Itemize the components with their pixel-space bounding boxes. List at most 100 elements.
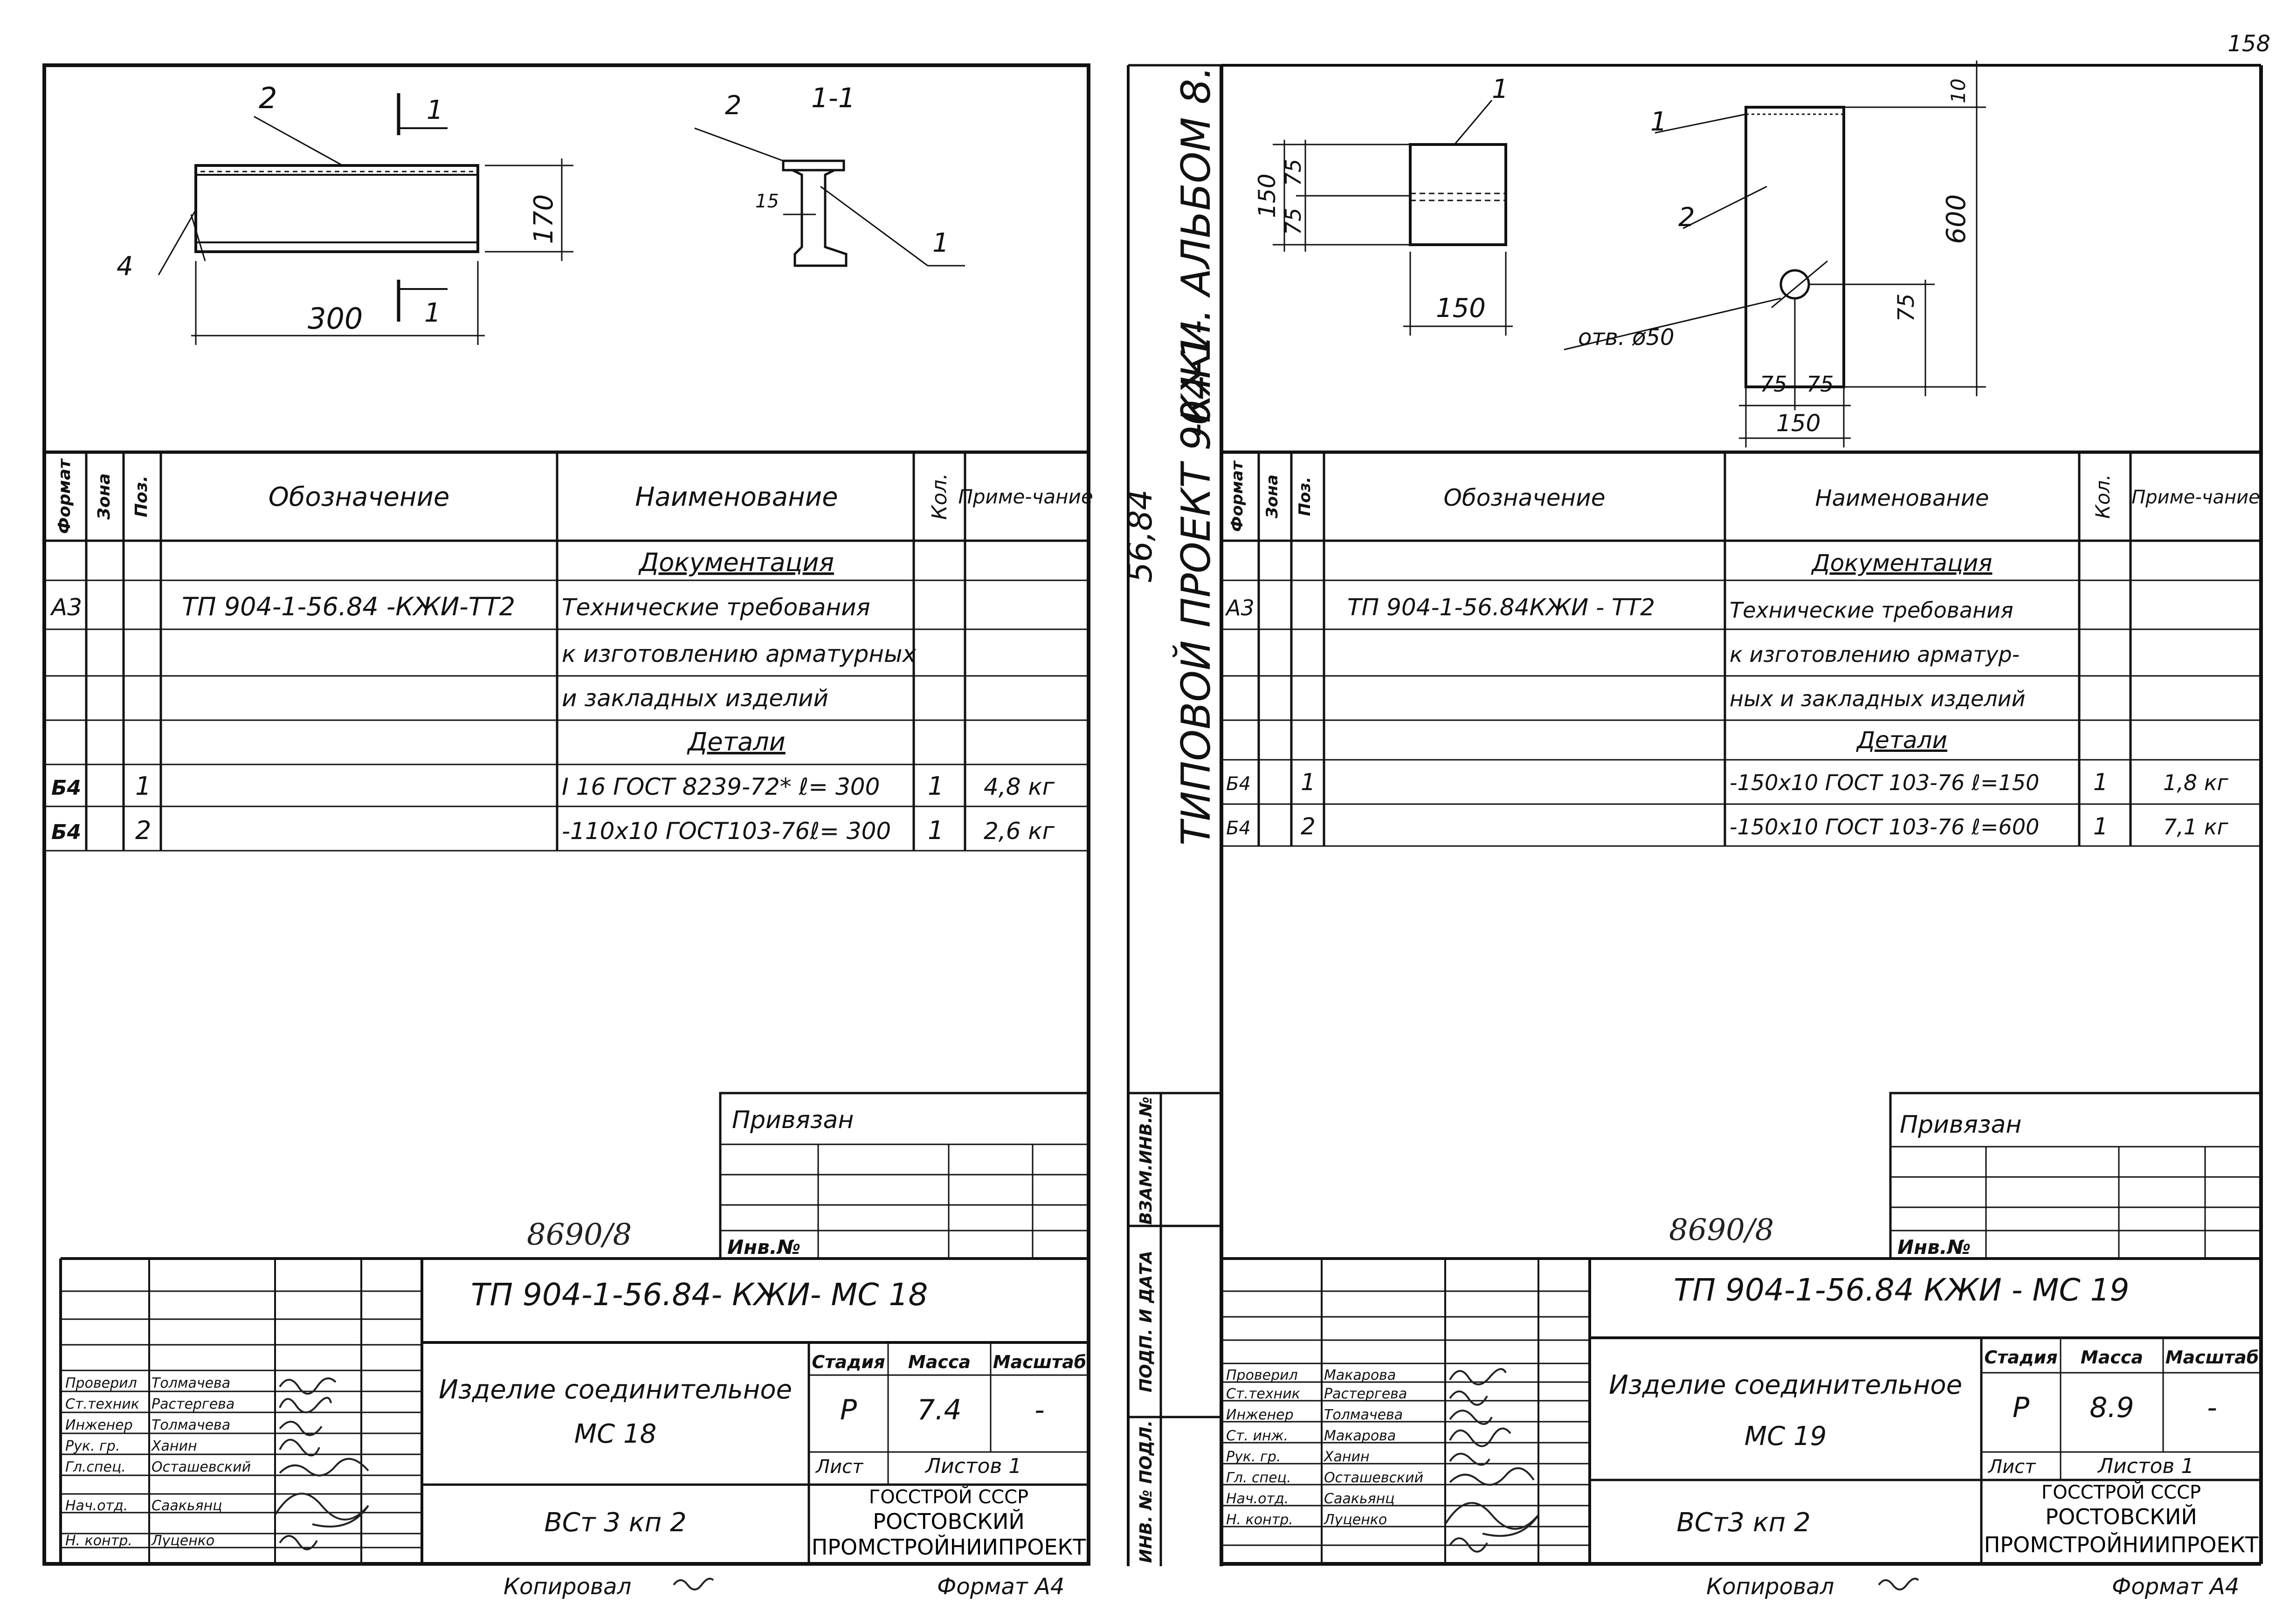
- r-spec-row2-format: Б4: [1226, 818, 1251, 839]
- r-spec-row1-note: 1,8 кг: [2163, 770, 2229, 795]
- spec-row2-format: Б4: [51, 820, 81, 844]
- side-strip-0: ВЗАМ.ИНВ.№: [1137, 1096, 1156, 1225]
- left-stage: Р: [840, 1394, 857, 1426]
- right-stage: Р: [2013, 1391, 2030, 1424]
- r-spec-row1-format: Б4: [1226, 773, 1251, 795]
- left-role-2: Инженер: [65, 1417, 133, 1433]
- callout-pos2-section: 2: [725, 90, 742, 121]
- r-spec-row1-pos: 1: [1301, 769, 1316, 796]
- right-dim-75a: 75: [1281, 159, 1306, 186]
- stamp-line-3: -КЖИ. АЛЬБОМ 8.: [1173, 66, 1220, 438]
- left-org3: ПРОМСТРОЙНИИПРОЕКТ: [812, 1535, 1086, 1560]
- right-person-2: Толмачева: [1324, 1407, 1403, 1423]
- left-person-5: Саакьянц: [152, 1498, 222, 1514]
- callout-pos2: 2: [259, 81, 277, 115]
- side-strip-1: ПОДП. И ДАТА: [1137, 1251, 1156, 1392]
- spec-row1-note: 4,8 кг: [984, 773, 1055, 800]
- left-scale-label: Масштаб: [993, 1352, 1087, 1372]
- left-material: ВСт 3 кп 2: [544, 1507, 686, 1538]
- spec-section-docs: Документация: [638, 548, 834, 577]
- right-title-grid: [1221, 1257, 2261, 1564]
- right-org2: РОСТОВСКИЙ: [2045, 1504, 2197, 1529]
- left-inv-label: Инв.№: [727, 1236, 800, 1259]
- right-person-1: Растергева: [1324, 1386, 1407, 1402]
- left-stage-label: Стадия: [812, 1352, 885, 1372]
- right-spec-grid: [1221, 452, 2261, 847]
- right-dim-75-l: 75: [1760, 372, 1787, 397]
- right-role-1: Ст.техник: [1226, 1386, 1300, 1402]
- r-spec-header-note: Приме-чание: [2131, 487, 2260, 508]
- section-mark-top: 1: [427, 95, 443, 125]
- dim-length-300: 300: [308, 302, 363, 336]
- left-scale: -: [1034, 1394, 1045, 1426]
- r-spec-header-name: Наименование: [1815, 485, 1989, 511]
- left-sheets-label: Листов 1: [924, 1454, 1021, 1478]
- left-archive-no: 8690/8: [527, 1218, 632, 1252]
- left-copier-signature: [673, 1577, 714, 1590]
- right-person-7: Луценко: [1324, 1512, 1387, 1528]
- spec-header-format: Формат: [55, 458, 74, 534]
- spec-header-zone: Зона: [95, 473, 114, 520]
- right-archive-no: 8690/8: [1669, 1213, 1774, 1247]
- right-dim-10: 10: [1947, 78, 1970, 103]
- spec-header-note: Приме-чание: [958, 485, 1093, 508]
- left-sheet-label: Лист: [815, 1456, 864, 1478]
- spec-row1-name: I 16 ГОСТ 8239-72* ℓ= 300: [562, 773, 880, 800]
- left-privyazan: Привязан: [732, 1106, 854, 1134]
- r-spec-section-parts: Детали: [1856, 727, 1947, 754]
- spec-header-name: Наименование: [635, 482, 838, 512]
- left-title-grid: [59, 1257, 1089, 1564]
- left-mass-label: Масса: [908, 1352, 971, 1372]
- right-dim-75-right: 75: [1893, 293, 1919, 322]
- right-scale: -: [2207, 1391, 2217, 1424]
- right-scale-label: Масштаб: [2165, 1347, 2259, 1368]
- right-role-3: Ст. инж.: [1226, 1428, 1288, 1444]
- right-dim-150-top: 150: [1254, 173, 1281, 218]
- spec-row2-pos: 2: [135, 816, 151, 845]
- right-dim-150-plate: 150: [1776, 410, 1820, 437]
- right-mass: 8.9: [2089, 1391, 2134, 1424]
- left-section-1-1: [694, 127, 965, 267]
- left-org2: РОСТОВСКИЙ: [873, 1509, 1025, 1534]
- page-number: 158: [2227, 31, 2270, 57]
- dim-height-170: 170: [529, 194, 559, 244]
- section-mark-bottom: 1: [424, 298, 441, 328]
- right-sheet-label: Лист: [1987, 1456, 2036, 1478]
- spec-row2-note: 2,6 кг: [984, 818, 1055, 845]
- r-spec-header-format: Формат: [1228, 460, 1247, 532]
- weld-mark: 4: [117, 251, 133, 282]
- r-spec-row2-note: 7,1 кг: [2163, 814, 2229, 840]
- right-role-5: Гл. спец.: [1226, 1470, 1291, 1486]
- right-stage-label: Стадия: [1984, 1347, 2057, 1368]
- right-dim-600: 600: [1941, 194, 1972, 244]
- right-person-5: Осташевский: [1324, 1470, 1423, 1486]
- right-item-code: МС 19: [1744, 1421, 1827, 1452]
- right-role-6: Нач.отд.: [1226, 1491, 1289, 1507]
- left-role-3: Рук. гр.: [65, 1438, 120, 1454]
- right-footer-copied: Копировал: [1706, 1574, 1834, 1600]
- left-person-0: Толмачева: [152, 1375, 230, 1391]
- right-signatures: [1444, 1368, 1539, 1553]
- right-org1: ГОССТРОЙ СССР: [2041, 1481, 2201, 1503]
- spec-row1-qty: 1: [928, 771, 944, 801]
- left-mass: 7.4: [917, 1394, 961, 1426]
- r-spec-doc-format: А3: [1225, 595, 1255, 620]
- right-mass-label: Масса: [2081, 1347, 2143, 1368]
- right-callout-2: 2: [1678, 202, 1695, 233]
- right-dim-150-bottom: 150: [1436, 293, 1486, 323]
- spec-header-qty: Кол.: [928, 473, 951, 520]
- left-footer-copied: Копировал: [503, 1574, 631, 1600]
- r-spec-doc-name-1: Технические требования: [1730, 598, 2013, 623]
- spec-doc-name-3: и закладных изделий: [562, 685, 828, 712]
- left-person-1: Растергева: [152, 1396, 234, 1412]
- r-spec-header-qty: Кол.: [2091, 474, 2114, 519]
- r-spec-header-zone: Зона: [1263, 475, 1282, 519]
- r-spec-row2-name: -150x10 ГОСТ 103-76 ℓ=600: [1730, 814, 2039, 840]
- spec-header-designation: Обозначение: [269, 482, 450, 512]
- r-spec-row2-qty: 1: [2093, 813, 2108, 840]
- right-footer-format: Формат А4: [2112, 1574, 2239, 1600]
- right-person-6: Саакьянц: [1324, 1491, 1395, 1507]
- right-material: ВСт3 кп 2: [1676, 1507, 1810, 1538]
- left-item-code: МС 18: [574, 1419, 656, 1449]
- spec-doc-name-1: Технические требования: [562, 594, 870, 621]
